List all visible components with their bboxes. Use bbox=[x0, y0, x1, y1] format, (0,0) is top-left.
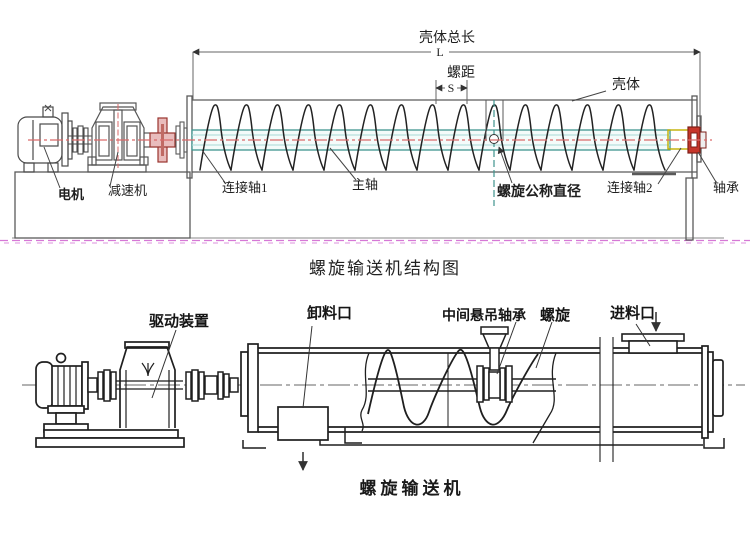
break-lines bbox=[599, 337, 614, 462]
feed-port bbox=[621, 333, 685, 354]
trough-right-end bbox=[701, 345, 725, 449]
top-leaders bbox=[43, 90, 717, 189]
trough-front-plates bbox=[240, 343, 266, 449]
label-reducer: 减速机 bbox=[108, 183, 147, 198]
casing bbox=[186, 95, 702, 241]
label-shell: 壳体 bbox=[612, 76, 640, 93]
drive-base-rails bbox=[35, 429, 185, 448]
dimension-pitch: S 螺距 bbox=[435, 65, 475, 104]
bottom-coupling-b bbox=[185, 369, 239, 402]
label-main-shaft: 主轴 bbox=[352, 177, 378, 192]
bottom-diagram: 驱动装置 卸料口 中间悬吊轴承 螺旋 进料口 螺旋输送机 bbox=[22, 304, 745, 498]
hanging-bearing bbox=[476, 326, 513, 403]
label-discharge-port: 卸料口 bbox=[307, 304, 352, 322]
discharge-port bbox=[277, 406, 329, 471]
cutaway-edges bbox=[360, 352, 557, 444]
dimension-S-symbol: S bbox=[448, 81, 455, 95]
drive-gearbox bbox=[119, 341, 176, 428]
label-feed-port: 进料口 bbox=[610, 304, 655, 322]
motor bbox=[17, 104, 73, 173]
label-screw-nominal-diameter: 螺旋公称直径 bbox=[497, 183, 581, 200]
bottom-screw bbox=[367, 348, 556, 426]
label-connecting-shaft-1: 连接轴1 bbox=[222, 180, 268, 195]
top-diagram-title: 螺旋输送机结构图 bbox=[309, 259, 461, 278]
bottom-leaders bbox=[151, 321, 651, 409]
motor-pedestal bbox=[14, 171, 191, 239]
label-hanging-bearing: 中间悬吊轴承 bbox=[442, 307, 526, 324]
bottom-diagram-caption: 螺旋输送机 bbox=[360, 478, 465, 498]
nominal-diameter-gauge bbox=[485, 100, 504, 206]
label-connecting-shaft-2: 连接轴2 bbox=[607, 180, 653, 195]
dimension-L-symbol: L bbox=[436, 45, 443, 59]
label-screw: 螺旋 bbox=[540, 306, 571, 324]
dimension-pitch-label: 螺距 bbox=[447, 65, 475, 81]
reducer bbox=[87, 102, 149, 173]
label-motor: 电机 bbox=[58, 187, 84, 202]
bottom-coupling-a bbox=[87, 369, 183, 402]
label-drive-device: 驱动装置 bbox=[149, 312, 209, 330]
top-diagram: L 壳体总长 S 螺距 电机 减速机 连接轴1 主轴 螺旋公称直径 bbox=[0, 29, 750, 278]
bottom-motor bbox=[35, 352, 89, 433]
dimension-total-length: L 壳体总长 bbox=[192, 29, 701, 126]
label-bearing: 轴承 bbox=[713, 180, 739, 195]
ground-line bbox=[0, 237, 750, 244]
dimension-total-length-label: 壳体总长 bbox=[419, 29, 475, 46]
